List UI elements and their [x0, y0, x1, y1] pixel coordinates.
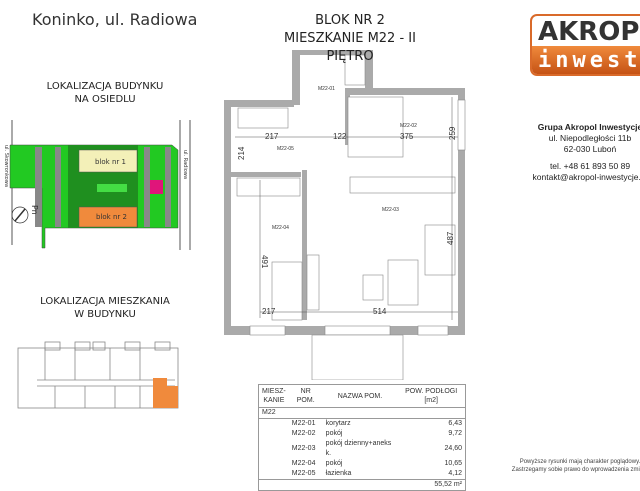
room-table: MIESZ-KANIE NR POM. NAZWA POM. POW. PODŁ…: [258, 384, 466, 491]
room-nr: M22-02: [291, 430, 316, 437]
street-left: ul. Skowronkowa: [3, 145, 9, 187]
dim-bedroom-width: 375: [400, 132, 414, 141]
col-room-no: NR POM.: [288, 385, 323, 408]
col-area: POW. PODŁOGI [m2]: [397, 385, 465, 408]
table-row-apartment: M22: [259, 408, 465, 419]
dim-bath-width: 217: [265, 132, 279, 141]
room-area: 6,43: [448, 420, 462, 427]
table-row: M22-01 korytarz 6,43: [259, 419, 465, 430]
room-name: pokój dzienny+aneks k.: [325, 440, 392, 457]
table-header: MIESZ-KANIE NR POM. NAZWA POM. POW. PODŁ…: [259, 385, 465, 408]
total-area: 55,52 m²: [434, 481, 462, 488]
room-name: pokój: [325, 430, 343, 437]
table-row: M22-03 pokój dzienny+aneks k. 24,60: [259, 439, 465, 459]
dim-living-height: 487: [446, 231, 455, 245]
room-name: pokój: [325, 460, 343, 467]
building-title-1: LOKALIZACJA MIESZKANIA: [40, 296, 170, 307]
akropol-logo: AKROPOL inwestycje: [530, 14, 640, 76]
company-name: Grupa Akropol Inwestycje: [537, 122, 640, 132]
room-label-m22-04: M22-04: [272, 225, 289, 231]
room-nr: M22-03: [291, 445, 316, 452]
compass-icon: [11, 206, 29, 224]
table-row: M22-04 pokój 10,65: [259, 459, 465, 469]
room-area: 4,12: [448, 470, 462, 477]
table-total-row: 55,52 m²: [259, 479, 465, 491]
site-plan: blok nr 1 blok nr 2 ul. Skowronkowa ul. …: [3, 120, 191, 250]
room-area: 10,65: [444, 460, 462, 467]
north-label: Pn: [30, 205, 39, 215]
disclaimer: Powyższe rysunki mają charakter poglądow…: [500, 458, 640, 474]
dim-hall-width: 122: [333, 132, 347, 141]
apartment-title: BLOK NR 2 MIESZKANIE M22 - II PIĘTRO: [275, 12, 425, 66]
site-title-2: NA OSIEDLU: [74, 94, 136, 105]
room-area: 24,60: [444, 445, 462, 452]
logo-line1: AKROPOL: [538, 17, 640, 47]
dim-room4-width: 217: [262, 307, 276, 316]
col-apartment: MIESZ-KANIE: [259, 385, 289, 408]
col-room-name: NAZWA POM.: [322, 385, 398, 408]
block-2-label: blok nr 2: [96, 213, 127, 221]
room-label-m22-01: M22-01: [318, 86, 335, 92]
room-label-m22-05: M22-05: [277, 146, 294, 152]
table-row: M22-02 pokój 9,72: [259, 429, 465, 439]
building-title-2: W BUDYNKU: [74, 309, 136, 320]
location-title: Koninko, ul. Radiowa: [32, 10, 198, 29]
room-nr: M22-05: [291, 470, 316, 477]
dim-bedroom-height: 259: [448, 126, 457, 140]
block-label: BLOK NR 2: [315, 13, 385, 28]
block-1-label: blok nr 1: [95, 158, 126, 166]
room-label-m22-03: M22-03: [382, 207, 399, 213]
site-plan-title: LOKALIZACJA BUDYNKU NA OSIEDLU: [20, 80, 190, 106]
floor-plan: M22-01 M22-02 M22-03 M22-04 M22-05 217 1…: [224, 50, 466, 380]
dim-bath-height: 214: [237, 146, 246, 160]
room-name: korytarz: [325, 420, 351, 427]
logo-line2: inwestycje: [532, 46, 640, 74]
disclaimer-line1: Powyższe rysunki mają charakter poglądow…: [519, 459, 640, 465]
company-phone[interactable]: tel. +48 61 893 50 89: [549, 161, 631, 171]
apartment-marker: [150, 180, 163, 194]
room-nr: M22-04: [291, 460, 316, 467]
company-email[interactable]: kontakt@akropol-inwestycje.pl: [532, 172, 640, 182]
room-area: 9,72: [448, 430, 462, 437]
street-right: ul. Radiowa: [182, 150, 188, 179]
building-plan: [17, 341, 179, 409]
site-title-1: LOKALIZACJA BUDYNKU: [46, 81, 164, 92]
apartment-highlight: [153, 378, 178, 408]
building-plan-title: LOKALIZACJA MIESZKANIA W BUDYNKU: [20, 295, 190, 321]
disclaimer-line2: Zastrzegamy sobie prawo do wprowadzenia …: [511, 467, 640, 473]
dim-living-width: 514: [373, 307, 387, 316]
apartment-id: M22: [262, 409, 276, 416]
table-row: M22-05 łazienka 4,12: [259, 469, 465, 480]
company-city: 62-030 Luboń: [563, 144, 617, 154]
apartment-label: MIESZKANIE M22 - II PIĘTRO: [284, 31, 416, 64]
contact-block: Grupa Akropol Inwestycje ul. Niepodległo…: [520, 122, 640, 183]
company-street: ul. Niepodległości 11b: [548, 133, 632, 143]
dim-room4-height: 491: [260, 255, 269, 269]
room-name: łazienka: [325, 470, 352, 477]
room-nr: M22-01: [291, 420, 316, 427]
room-label-m22-02: M22-02: [400, 123, 417, 129]
